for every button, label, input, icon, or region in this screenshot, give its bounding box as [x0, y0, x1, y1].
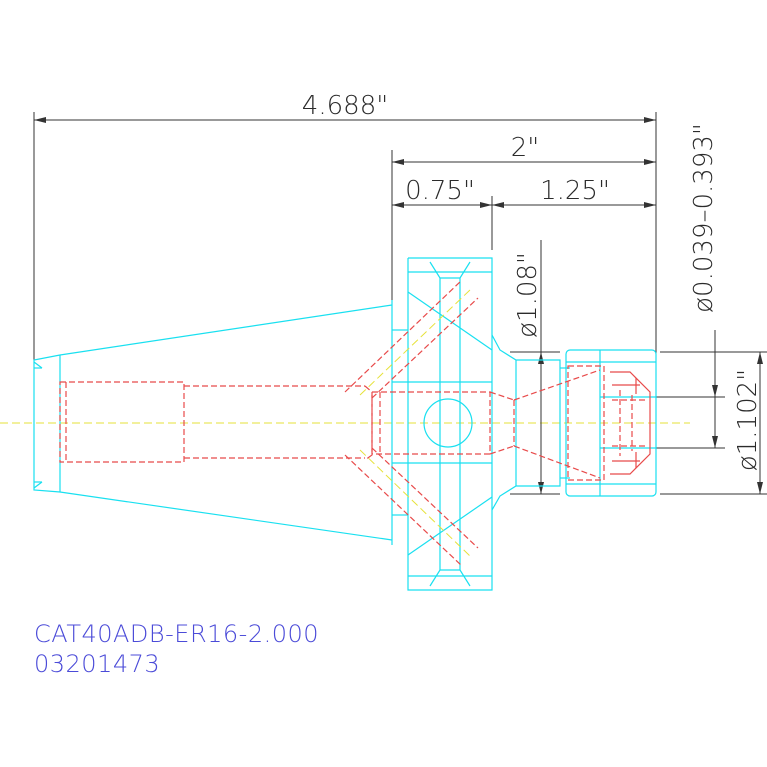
dimension-nut-dia: ø1.102" [660, 351, 767, 495]
dimension-clamp-range: ø0.039–0.393" [650, 123, 725, 449]
part-number: CAT40ADB-ER16-2.000 [34, 620, 320, 648]
dimension-flange-nose: 0.75" 1.25" [392, 176, 656, 250]
item-code: 03201473 [34, 650, 161, 678]
taper-shank [33, 304, 393, 541]
dimension-overall: 4.688" [33, 91, 657, 360]
dim-body-diameter: ø1.08" [513, 252, 543, 338]
v-flange [344, 257, 493, 591]
dim-clamp-range: ø0.039–0.393" [689, 123, 719, 313]
dim-nut-diameter: ø1.102" [733, 369, 763, 471]
dim-flange-width: 0.75" [405, 176, 475, 206]
dim-gauge-length: 2" [511, 133, 540, 163]
dimension-body-dia: ø1.08" [510, 240, 560, 495]
dim-overall-length: 4.688" [302, 91, 388, 121]
hidden-bores [59, 365, 651, 481]
nose-body [491, 334, 570, 511]
drive-slot-circle [423, 398, 473, 448]
dim-nose-length: 1.25" [540, 176, 610, 206]
dimension-gauge: 2" [391, 133, 656, 300]
collet-nut [565, 349, 657, 497]
